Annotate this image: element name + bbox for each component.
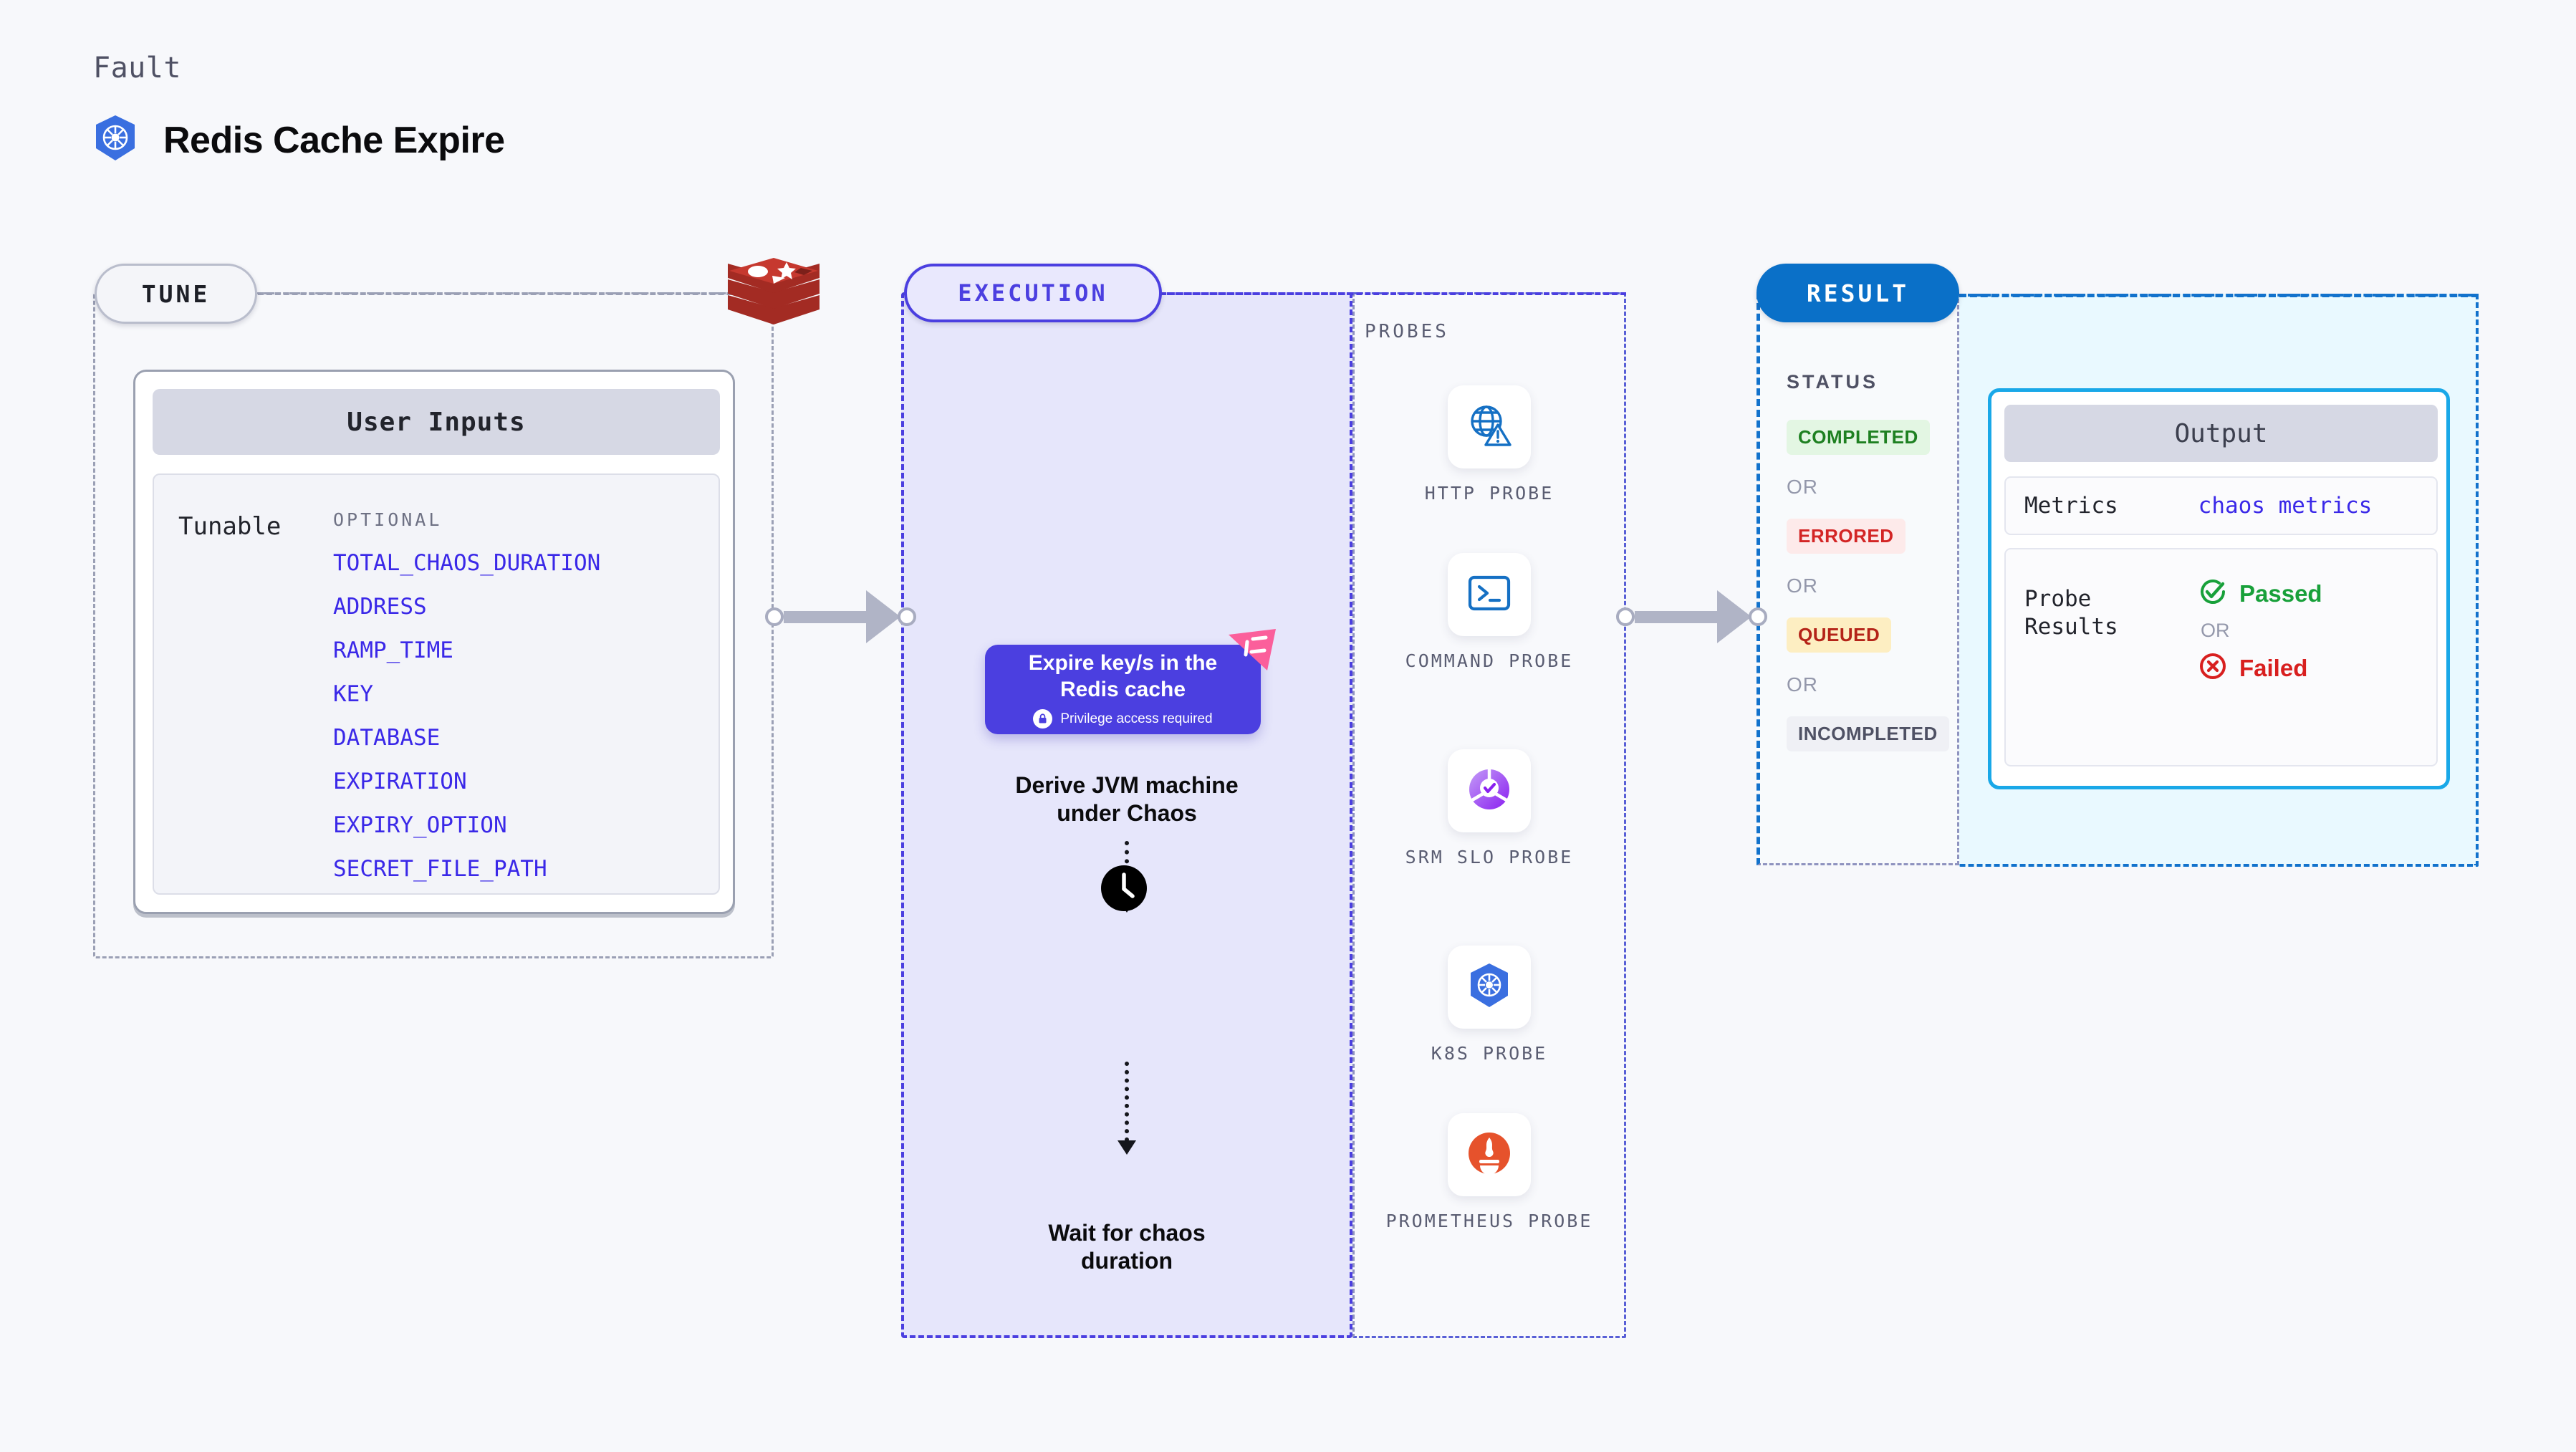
status-badge-errored: ERRORED (1787, 519, 1905, 554)
prometheus-flame-icon (1466, 1130, 1512, 1180)
status-chip: INCOMPLETED (1787, 716, 1949, 751)
probe-http[interactable]: HTTP PROBE (1352, 385, 1626, 506)
x-circle-icon (2198, 651, 2228, 685)
tune-connector-dash (258, 292, 766, 295)
connector-start-dot (1616, 607, 1635, 626)
status-or: OR (1787, 574, 1818, 597)
status-chip: COMPLETED (1787, 420, 1930, 455)
param-item[interactable]: SECRET_FILE_PATH (333, 856, 547, 882)
globe-warning-icon (1466, 402, 1513, 453)
tunable-param-list: TOTAL_CHAOS_DURATION ADDRESS RAMP_TIME K… (333, 550, 600, 900)
status-badge-queued: QUEUED (1787, 617, 1892, 653)
param-item[interactable]: KEY (333, 681, 373, 707)
probe-result-or: OR (2201, 620, 2230, 641)
action-card-note: Privilege access required (1060, 711, 1213, 726)
optional-label: OPTIONAL (333, 509, 443, 530)
param-item[interactable]: RAMP_TIME (333, 638, 453, 663)
probe-command[interactable]: COMMAND PROBE (1352, 553, 1626, 673)
redis-logo (724, 252, 824, 338)
param-item[interactable]: TOTAL_CHAOS_DURATION (333, 550, 601, 576)
check-circle-icon (2198, 577, 2228, 610)
connector-line (784, 610, 866, 623)
tunable-label: Tunable (178, 512, 282, 541)
tune-badge[interactable]: TUNE (95, 264, 257, 324)
status-badge-incompleted: INCOMPLETED (1787, 716, 1949, 751)
result-status-panel (1756, 292, 1959, 865)
result-connector-dash (1959, 294, 2479, 297)
connector-execution-result (1616, 590, 1767, 643)
probe-result-failed: Failed (2198, 651, 2322, 685)
clock-icon (1099, 863, 1149, 913)
metrics-key: Metrics (2024, 492, 2118, 519)
probe-prometheus[interactable]: PROMETHEUS PROBE (1352, 1113, 1626, 1234)
probe-label: SRM SLO PROBE (1405, 847, 1574, 867)
param-item[interactable]: ADDRESS (333, 594, 427, 620)
fault-kicker: Fault (93, 52, 181, 85)
connector-arrowhead (1717, 590, 1751, 643)
flow-arrow-head (1118, 1140, 1136, 1155)
status-or: OR (1787, 476, 1818, 498)
probe-label: COMMAND PROBE (1405, 650, 1574, 671)
page-title: Redis Cache Expire (93, 115, 505, 165)
probes-label: PROBES (1365, 321, 1449, 342)
probe-label: K8S PROBE (1431, 1043, 1548, 1064)
probe-label: PROMETHEUS PROBE (1385, 1211, 1593, 1231)
page-title-text: Redis Cache Expire (163, 119, 505, 161)
param-item[interactable]: DATABASE (333, 725, 441, 751)
probe-tile (1448, 385, 1531, 468)
connector-start-dot (765, 607, 784, 626)
harness-chaos-ribbon-icon (1226, 626, 1279, 676)
connector-tune-execution (765, 590, 916, 643)
output-metrics-row: Metrics chaos metrics (2004, 476, 2438, 535)
terminal-icon (1466, 572, 1512, 618)
execution-badge[interactable]: EXECUTION (904, 264, 1162, 322)
output-title: Output (2004, 405, 2438, 462)
probe-tile (1448, 749, 1531, 832)
metrics-value[interactable]: chaos metrics (2198, 493, 2373, 519)
probe-result-failed-label: Failed (2239, 654, 2308, 681)
user-inputs-title: User Inputs (153, 389, 720, 455)
param-item[interactable]: EXPIRATION (333, 769, 467, 794)
lock-icon (1033, 709, 1053, 729)
execution-connector-dash (1160, 292, 1626, 295)
connector-end-dot (898, 607, 916, 626)
connector-arrowhead (866, 590, 900, 643)
probe-srm-slo[interactable]: SRM SLO PROBE (1352, 749, 1626, 870)
kubernetes-helm-icon (93, 115, 138, 165)
probe-tile (1448, 946, 1531, 1029)
user-inputs-card: User Inputs Tunable OPTIONAL TOTAL_CHAOS… (133, 370, 735, 914)
probe-result-passed: Passed (2198, 577, 2322, 610)
probe-label: HTTP PROBE (1424, 483, 1554, 504)
probe-tile (1448, 553, 1531, 636)
slo-gauge-check-icon (1466, 766, 1513, 817)
probe-results-values: Passed OR Failed (2198, 577, 2322, 685)
status-or: OR (1787, 673, 1818, 696)
param-item[interactable]: EXPIRY_OPTION (333, 812, 507, 838)
user-inputs-body: Tunable OPTIONAL TOTAL_CHAOS_DURATION AD… (153, 473, 720, 895)
status-label: STATUS (1787, 371, 1878, 393)
flow-arrow-line (1125, 1062, 1129, 1142)
probe-k8s[interactable]: K8S PROBE (1352, 946, 1626, 1066)
connector-line (1635, 610, 1717, 623)
status-chip: QUEUED (1787, 617, 1892, 653)
action-card-note-row: Privilege access required (1033, 709, 1213, 729)
probe-tile (1448, 1113, 1531, 1196)
connector-end-dot (1749, 607, 1767, 626)
status-chip: ERRORED (1787, 519, 1905, 554)
probe-result-passed-label: Passed (2239, 580, 2322, 607)
status-badge-completed: COMPLETED (1787, 420, 1930, 455)
kubernetes-helm-icon (1466, 962, 1512, 1013)
result-badge[interactable]: RESULT (1756, 264, 1959, 322)
